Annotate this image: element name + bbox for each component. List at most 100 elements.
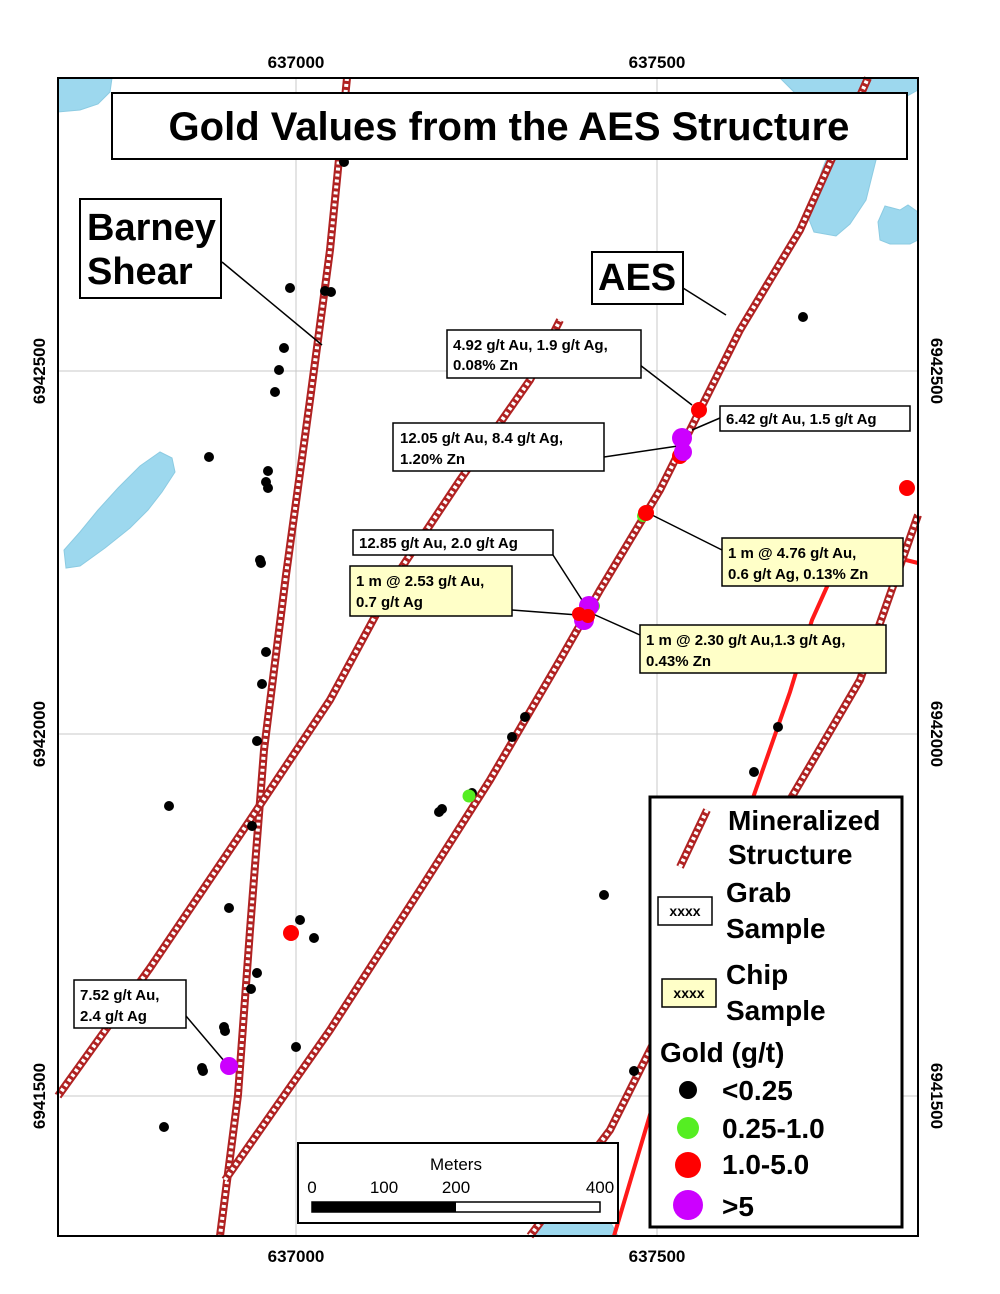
y-left-label-2: 6942000 [30, 701, 49, 767]
sample-point [629, 1066, 639, 1076]
sample-point [274, 365, 284, 375]
legend-grab-symbol-text: xxxx [669, 903, 700, 919]
legend-class-1-symbol [679, 1081, 697, 1099]
callout-c2-line1: 6.42 g/t Au, 1.5 g/t Ag [726, 411, 877, 428]
legend-gold-title: Gold (g/t) [660, 1037, 784, 1068]
legend-chip-symbol [661, 978, 717, 1008]
samples [159, 157, 915, 1132]
legend-grab-symbol [657, 896, 713, 926]
sample-point [224, 903, 234, 913]
callout-c7-line1: 1 m @ 2.30 g/t Au,1.3 g/t Ag, [646, 632, 845, 649]
sample-point [285, 283, 295, 293]
sample-point [246, 984, 256, 994]
callout-c8-line1: 7.52 g/t Au, [80, 987, 159, 1004]
callout-c8: 7.52 g/t Au, 2.4 g/t Ag [73, 979, 187, 1029]
leader-c5 [511, 609, 579, 616]
water-bodies [57, 77, 919, 1237]
callout-c3: 12.05 g/t Au, 8.4 g/t Ag, 1.20% Zn [392, 422, 605, 472]
callout-c4-line1: 12.85 g/t Au, 2.0 g/t Ag [359, 535, 518, 552]
lake-left [63, 451, 176, 569]
sample-point [434, 807, 444, 817]
callout-c6-line2: 0.6 g/t Ag, 0.13% Zn [728, 566, 868, 583]
sample-point [164, 801, 174, 811]
aes-label-text: AES [598, 257, 676, 299]
y-left-label-3: 6941500 [30, 1063, 49, 1129]
legend-chip-line1: Chip [726, 959, 788, 990]
sample-point [220, 1057, 238, 1075]
samples-lt-0-25 [159, 157, 808, 1132]
callout-c2: 6.42 g/t Au, 1.5 g/t Ag [719, 405, 911, 432]
legend-structure-line2: Structure [728, 839, 852, 870]
sample-point [899, 480, 915, 496]
barney-label-line2: Shear [87, 251, 193, 293]
sample-point [749, 767, 759, 777]
scale-title: Meters [430, 1155, 482, 1174]
scale-bar: Meters 0 100 200 400 [297, 1142, 619, 1224]
legend-grab-line1: Grab [726, 877, 791, 908]
sample-point [198, 1066, 208, 1076]
title-box: Gold Values from the AES Structure [111, 92, 908, 160]
callout-c7-line2: 0.43% Zn [646, 653, 711, 670]
sample-point [581, 609, 595, 623]
scale-tick-0: 0 [307, 1178, 316, 1197]
sample-point [691, 402, 707, 418]
legend-class-2: 0.25-1.0 [722, 1113, 825, 1144]
sample-point [798, 312, 808, 322]
sample-point [462, 789, 476, 803]
leader-c3 [603, 445, 679, 458]
sample-point [326, 287, 336, 297]
sample-point [773, 722, 783, 732]
scale-bar-filled [312, 1202, 456, 1212]
sample-point [638, 505, 654, 521]
x-bottom-label-2: 637500 [629, 1247, 686, 1266]
samples-1-5-overlap [572, 607, 595, 623]
sample-point [252, 968, 262, 978]
sample-point [270, 387, 280, 397]
sample-point [674, 443, 692, 461]
sample-point [672, 428, 692, 448]
sample-point [261, 647, 271, 657]
leader-lines [185, 261, 727, 1063]
callout-c1-line1: 4.92 g/t Au, 1.9 g/t Ag, [453, 337, 608, 354]
callout-c1: 4.92 g/t Au, 1.9 g/t Ag, 0.08% Zn [446, 329, 642, 379]
y-right-label-2: 6942000 [927, 701, 946, 767]
callout-c5-line1: 1 m @ 2.53 g/t Au, [356, 573, 484, 590]
scale-tick-200: 200 [442, 1178, 470, 1197]
legend-class-3: 1.0-5.0 [722, 1149, 809, 1180]
legend-structure-symbol [676, 808, 711, 869]
barney-shear-structure [216, 77, 351, 1237]
sample-point [507, 732, 517, 742]
legend-class-4-symbol [673, 1190, 703, 1220]
legend-grab-line2: Sample [726, 913, 826, 944]
sample-point [291, 1042, 301, 1052]
legend-chip-line2: Sample [726, 995, 826, 1026]
callout-c3-line2: 1.20% Zn [400, 451, 465, 468]
leader-c4 [552, 554, 583, 601]
sample-point [159, 1122, 169, 1132]
sample-point [256, 558, 266, 568]
callout-c1-line2: 0.08% Zn [453, 357, 518, 374]
x-top-label-1: 637000 [268, 53, 325, 72]
sample-point [520, 712, 530, 722]
y-left-label-1: 6942500 [30, 338, 49, 404]
scale-tick-400: 400 [586, 1178, 614, 1197]
legend-structure-line1: Mineralized [728, 805, 880, 836]
callout-c7: 1 m @ 2.30 g/t Au,1.3 g/t Ag, 0.43% Zn [639, 624, 887, 674]
leader-c7 [592, 613, 641, 636]
legend: Mineralized Structure xxxx Grab Sample x… [648, 795, 904, 1229]
sample-point [204, 452, 214, 462]
leader-c6 [651, 514, 723, 551]
leader-c8 [185, 1015, 226, 1063]
legend-class-4: >5 [722, 1191, 754, 1222]
sample-point [295, 915, 305, 925]
leader-aes [682, 287, 727, 316]
axis-labels: 637000 637500 637000 637500 6942500 6942… [30, 53, 946, 1266]
sample-point [599, 890, 609, 900]
sample-point [252, 736, 262, 746]
sample-point [309, 933, 319, 943]
callout-c6-line1: 1 m @ 4.76 g/t Au, [728, 545, 856, 562]
callout-c4: 12.85 g/t Au, 2.0 g/t Ag [352, 529, 554, 556]
sample-point [283, 925, 299, 941]
legend-class-1: <0.25 [722, 1075, 793, 1106]
